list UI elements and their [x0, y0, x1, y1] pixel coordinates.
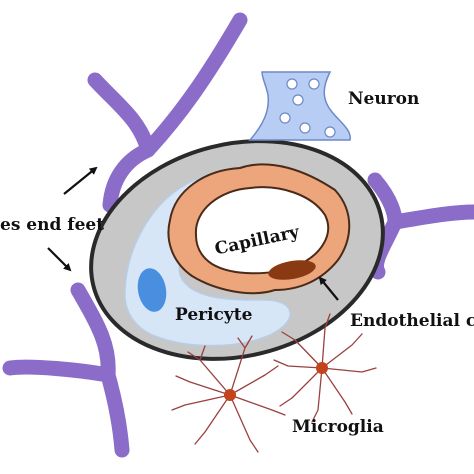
neuron-label: Neuron [348, 89, 419, 109]
microglia-label: Microglia [292, 417, 384, 437]
vesicle [299, 122, 311, 134]
vesicle [292, 94, 304, 106]
pointer-arrows [47, 166, 339, 301]
neuron-vesicles [279, 78, 336, 138]
capillary-lumen [194, 186, 330, 275]
microglia-soma [224, 389, 236, 401]
astrocyte-foot-top [87, 12, 248, 213]
vesicle [286, 78, 298, 90]
microglia-soma [316, 362, 328, 374]
capillary-cross-section [89, 139, 385, 361]
vesicle [308, 78, 320, 90]
arrow-to-lower-end-foot [47, 247, 72, 272]
endothelial-nucleus [268, 260, 316, 280]
endothelial-label: Endothelial c [350, 311, 474, 331]
vesicle [279, 112, 291, 124]
astrocyte-foot-right [367, 172, 474, 280]
neuron [248, 71, 351, 141]
microglia-cell-left [171, 335, 286, 453]
astrocyte-foot-left [2, 282, 130, 458]
vesicle [324, 126, 336, 138]
arrow-to-endothelial-cell [318, 276, 339, 301]
arrow-to-upper-end-foot [63, 166, 98, 195]
neuron-terminal [248, 71, 351, 141]
microglia-cell-right [273, 313, 377, 423]
pericyte-label: Pericyte [175, 305, 253, 325]
pericyte-nucleus [137, 268, 167, 312]
pericyte-body [124, 174, 291, 347]
astrocyte-end-feet-label: es end feet [0, 215, 104, 235]
